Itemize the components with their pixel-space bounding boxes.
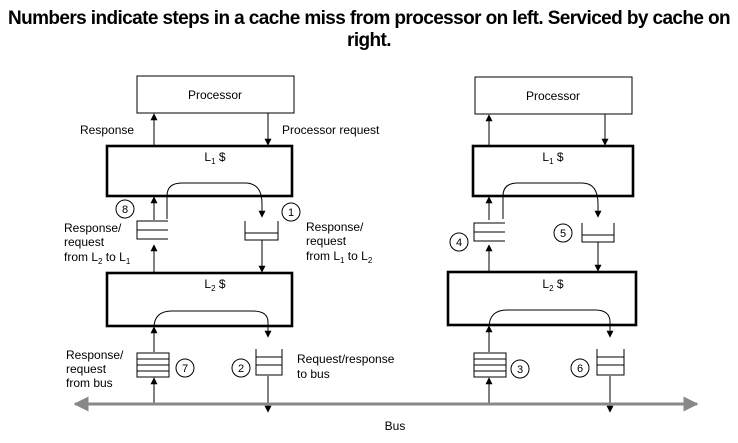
left-from-bus-label: Response/ request from bus [66,348,124,390]
svg-text:7: 7 [182,363,188,375]
step-2-marker: 2 [231,358,251,378]
left-l2-to-l1-label: Response/ request from L2 to L1 [64,221,131,266]
right-processor-box [474,76,633,115]
svg-text:Response/: Response/ [64,221,122,235]
right-l2-box [446,270,638,327]
left-l1-box [105,144,294,198]
step-5-marker: 5 [553,223,573,243]
svg-text:to bus: to bus [297,367,330,381]
svg-text:3: 3 [517,364,523,376]
svg-text:6: 6 [577,363,583,375]
step-6-marker: 6 [570,358,590,378]
svg-text:5: 5 [560,228,566,240]
right-queue-l2-to-l1 [473,222,505,242]
left-processor-box [136,75,295,114]
left-l1-to-l2-label: Response/ request from L1 to L2 [306,220,373,265]
svg-text:request: request [64,235,105,249]
left-l2-internal-path [153,310,272,340]
left-stack: Processor L1 $ L2 $ [64,75,395,413]
right-l2-internal-path [488,309,614,340]
svg-text:1: 1 [288,207,294,219]
step-4-marker: 4 [449,232,469,252]
left-processor-label: Processor [188,88,242,102]
right-queue-from-bus [473,352,507,378]
step-8-marker: 8 [115,199,135,219]
left-queue-from-bus [136,352,170,378]
svg-text:8: 8 [122,204,128,216]
left-l1-internal-path [166,182,266,219]
svg-text:4: 4 [456,237,462,249]
step-3-marker: 3 [510,359,530,379]
right-l1-label: L1 $ [542,150,563,166]
right-queue-l1-to-l2 [581,223,615,243]
left-l2-label: L2 $ [204,277,225,293]
left-to-bus-label: Request/response to bus [297,352,395,381]
svg-text:Response/: Response/ [66,348,124,362]
svg-text:from L1 to L2: from L1 to L2 [306,249,373,265]
bus-label: Bus [385,419,406,433]
left-queue-to-bus [255,349,283,376]
svg-text:request: request [306,234,347,248]
svg-text:Request/response: Request/response [297,352,395,366]
left-queue-l1-to-l2 [244,221,279,241]
svg-text:from L2 to L1: from L2 to L1 [64,250,131,266]
svg-text:from bus: from bus [66,376,113,390]
page-title: Numbers indicate steps in a cache miss f… [7,8,731,51]
step-7-marker: 7 [175,358,195,378]
right-l2-label: L2 $ [542,277,563,293]
svg-text:2: 2 [238,363,244,375]
right-queue-to-bus [596,349,625,376]
right-l1-box [471,144,635,198]
left-processor-request-label: Processor request [282,123,380,137]
right-stack: Processor L1 $ L2 $ [446,76,638,413]
left-l2-box [105,271,294,328]
right-l1-internal-path [502,182,602,219]
left-response-label: Response [80,123,134,137]
left-l1-label: L1 $ [204,150,225,166]
left-queue-l2-to-l1 [136,220,168,240]
svg-text:Response/: Response/ [306,220,364,234]
right-processor-label: Processor [526,89,580,103]
step-1-marker: 1 [281,202,301,222]
step-markers: 1 2 3 4 5 6 7 [115,199,590,379]
svg-text:request: request [66,362,107,376]
